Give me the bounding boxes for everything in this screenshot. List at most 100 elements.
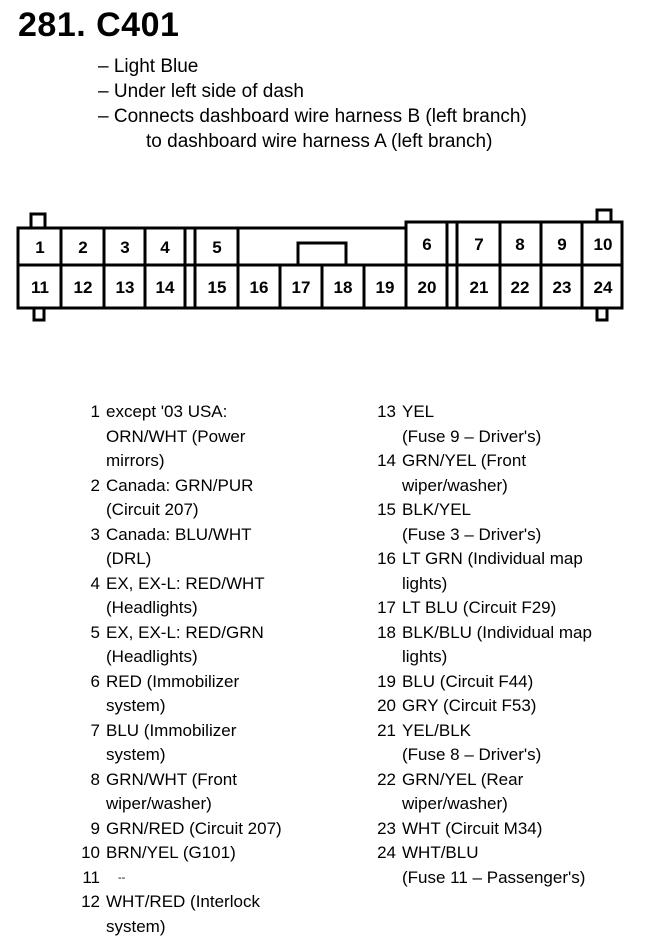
- pin-label-8: 8: [515, 235, 524, 254]
- pin-label-12: 12: [74, 278, 93, 297]
- pin-number: 7: [90, 720, 100, 740]
- pin-number: 17: [377, 598, 396, 617]
- pin-label-19: 19: [376, 278, 395, 297]
- pin-label-2: 2: [78, 238, 87, 257]
- pin-description: BLU (Circuit F44): [402, 671, 534, 691]
- pin-number: 11: [82, 867, 100, 887]
- pin-entry: 18 BLK/BLU (Individual map lights): [368, 621, 592, 670]
- pin-label-23: 23: [553, 278, 572, 297]
- pin-number: 10: [81, 843, 100, 862]
- pin-label-6: 6: [422, 235, 431, 254]
- pin-label-5: 5: [212, 238, 221, 257]
- pin-entry: 1 except '03 USA: ORN/WHT (Power mirrors): [72, 400, 282, 474]
- pin-entry: 11 --: [72, 866, 282, 891]
- pin-description: BLU (Immobilizer system): [106, 720, 237, 765]
- pin-number: 23: [377, 818, 396, 838]
- pin-entry: 15 BLK/YEL (Fuse 3 – Driver's): [368, 498, 592, 547]
- pin-description: --: [118, 871, 126, 884]
- pin-entry: 9 GRN/RED (Circuit 207): [72, 817, 282, 842]
- connector-diagram: 1 2 3 4 5 6 7 8 9 10 11 12 13 14 15 16 1…: [16, 208, 624, 322]
- pin-entry: 5 EX, EX-L: RED/GRN (Headlights): [72, 621, 282, 670]
- connector-info: – Light Blue – Under left side of dash –…: [98, 54, 527, 154]
- pin-entry: 7 BLU (Immobilizer system): [72, 719, 282, 768]
- pin-number: 8: [90, 769, 100, 789]
- pin-label-7: 7: [474, 235, 483, 254]
- pin-entry: 16 LT GRN (Individual map lights): [368, 547, 592, 596]
- pin-label-11: 11: [31, 278, 49, 297]
- pin-entry: 6 RED (Immobilizer system): [72, 670, 282, 719]
- pin-description: except '03 USA: ORN/WHT (Power mirrors): [106, 402, 246, 470]
- pin-description: GRN/WHT (Front wiper/washer): [106, 769, 237, 814]
- connects-note-continued: to dashboard wire harness A (left branch…: [146, 131, 493, 152]
- pin-entry: 17 LT BLU (Circuit F29): [368, 596, 592, 621]
- pin-label-13: 13: [116, 278, 135, 297]
- pin-description: WHT/RED (Interlock system): [106, 892, 260, 936]
- pin-number: 15: [377, 500, 396, 519]
- pin-number: 19: [377, 671, 396, 691]
- pin-number: 1: [90, 402, 100, 421]
- pin-number: 2: [90, 475, 100, 495]
- pin-label-15: 15: [208, 278, 227, 297]
- pin-label-1: 1: [35, 238, 44, 257]
- pin-label-18: 18: [334, 278, 353, 297]
- pin-number: 20: [377, 696, 396, 715]
- pin-label-22: 22: [511, 278, 530, 297]
- pin-number: 13: [377, 402, 396, 421]
- pin-description: GRY (Circuit F53): [402, 696, 537, 715]
- connector-title: 281. C401: [18, 6, 180, 44]
- pin-label-20: 20: [418, 278, 437, 297]
- connects-note: – Connects dashboard wire harness B (lef…: [98, 106, 527, 127]
- pin-entry: 13 YEL (Fuse 9 – Driver's): [368, 400, 592, 449]
- pin-list-right: 13 YEL (Fuse 9 – Driver's) 14 GRN/YEL (Fro…: [368, 400, 592, 890]
- color-note: – Light Blue: [98, 56, 199, 77]
- pin-label-16: 16: [250, 278, 269, 297]
- pin-number: 14: [377, 451, 396, 470]
- pin-number: 18: [377, 622, 396, 642]
- pin-label-21: 21: [470, 278, 489, 297]
- pin-number: 4: [90, 573, 100, 593]
- pin-description: BLK/YEL (Fuse 3 – Driver's): [402, 500, 542, 544]
- pin-number: 21: [377, 720, 396, 740]
- pin-entry: 21 YEL/BLK (Fuse 8 – Driver's): [368, 719, 592, 768]
- location-note: – Under left side of dash: [98, 81, 304, 102]
- pin-number: 5: [90, 622, 100, 642]
- pin-description: BRN/YEL (G101): [106, 843, 236, 862]
- pin-list-left: 1 except '03 USA: ORN/WHT (Power mirrors)…: [72, 400, 282, 939]
- pin-label-10: 10: [594, 235, 613, 254]
- pin-description: BLK/BLU (Individual map lights): [402, 622, 592, 667]
- pin-description: EX, EX-L: RED/GRN (Headlights): [106, 622, 264, 667]
- pin-description: WHT (Circuit M34): [402, 818, 543, 838]
- pin-label-9: 9: [557, 235, 566, 254]
- pin-description: RED (Immobilizer system): [106, 671, 240, 716]
- pin-number: 22: [377, 769, 396, 789]
- pin-number: 12: [81, 892, 100, 911]
- pin-label-17: 17: [292, 278, 311, 297]
- pin-description: YEL/BLK (Fuse 8 – Driver's): [402, 720, 542, 765]
- pin-entry: 23 WHT (Circuit M34): [368, 817, 592, 842]
- pin-description: EX, EX-L: RED/WHT (Headlights): [106, 573, 265, 618]
- pin-entry: 2 Canada: GRN/PUR (Circuit 207): [72, 474, 282, 523]
- pin-entry: 20 GRY (Circuit F53): [368, 694, 592, 719]
- pin-entry: 8 GRN/WHT (Front wiper/washer): [72, 768, 282, 817]
- latch-tab: [296, 241, 348, 265]
- pin-entry: 12 WHT/RED (Interlock system): [72, 890, 282, 939]
- pin-number: 9: [90, 818, 100, 838]
- pin-description: YEL (Fuse 9 – Driver's): [402, 402, 542, 446]
- pin-number: 6: [90, 671, 100, 691]
- pin-description: GRN/RED (Circuit 207): [106, 818, 282, 838]
- pin-description: GRN/YEL (Front wiper/washer): [402, 451, 527, 495]
- pin-entry: 19 BLU (Circuit F44): [368, 670, 592, 695]
- pin-label-14: 14: [156, 278, 175, 297]
- pin-entry: 14 GRN/YEL (Front wiper/washer): [368, 449, 592, 498]
- pin-description: LT GRN (Individual map lights): [402, 549, 583, 593]
- pin-number: 3: [90, 524, 100, 544]
- pin-number: 24: [377, 843, 396, 862]
- pin-description: Canada: GRN/PUR (Circuit 207): [106, 475, 254, 520]
- pin-number: 16: [377, 549, 396, 568]
- pin-label-24: 24: [594, 278, 613, 297]
- pin-description: LT BLU (Circuit F29): [402, 598, 557, 617]
- pin-entry: 4 EX, EX-L: RED/WHT (Headlights): [72, 572, 282, 621]
